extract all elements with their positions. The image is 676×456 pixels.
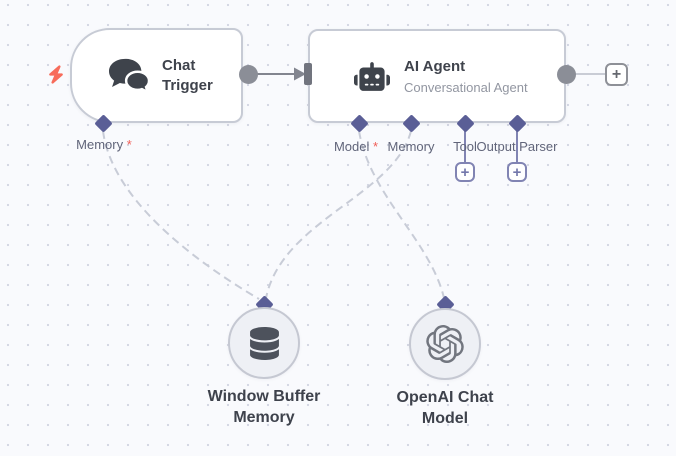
plus-icon: +: [512, 163, 522, 181]
node-ai-agent[interactable]: AI Agent Conversational Agent: [308, 29, 566, 123]
plus-icon: +: [460, 163, 470, 181]
chat-trigger-output-endpoint[interactable]: [239, 65, 258, 84]
add-output-parser-button[interactable]: +: [507, 162, 527, 182]
connection-agent-model-to-openai[interactable]: [358, 130, 445, 299]
robot-icon: [354, 61, 390, 91]
port-label-output-parser: Output Parser: [476, 139, 558, 154]
required-asterisk: *: [126, 137, 132, 152]
openai-icon: [426, 325, 464, 363]
connection-chattrigger-memory-to-windowbuffer[interactable]: [102, 130, 260, 300]
database-icon: [249, 326, 279, 360]
ai-agent-subtitle: Conversational Agent: [404, 79, 528, 95]
ai-agent-input-endpoint[interactable]: [304, 63, 312, 85]
ai-agent-output-endpoint[interactable]: [557, 65, 576, 84]
add-tool-button[interactable]: +: [455, 162, 475, 182]
add-next-node-button[interactable]: +: [605, 63, 628, 86]
port-label-tool: Tool: [453, 139, 477, 154]
node-chat-trigger[interactable]: Chat Trigger: [70, 28, 243, 123]
chat-bubbles-icon: [106, 56, 152, 96]
port-label-chat-memory: Memory *: [76, 137, 132, 152]
openai-chat-model-label: OpenAI Chat Model: [396, 389, 494, 427]
connection-agent-memory-to-windowbuffer[interactable]: [265, 130, 412, 299]
node-openai-chat-model[interactable]: [409, 308, 481, 380]
trigger-bolt-icon: [48, 63, 64, 86]
plus-icon: +: [611, 65, 622, 83]
ai-agent-title: AI Agent: [404, 57, 466, 75]
port-label-memory: Memory: [387, 139, 435, 154]
node-window-buffer-memory[interactable]: [228, 307, 300, 379]
port-label-model: Model *: [333, 139, 379, 154]
window-buffer-memory-label: Window Buffer Memory: [207, 388, 321, 426]
chat-trigger-title: Chat Trigger: [162, 56, 213, 94]
required-asterisk: *: [372, 139, 379, 154]
